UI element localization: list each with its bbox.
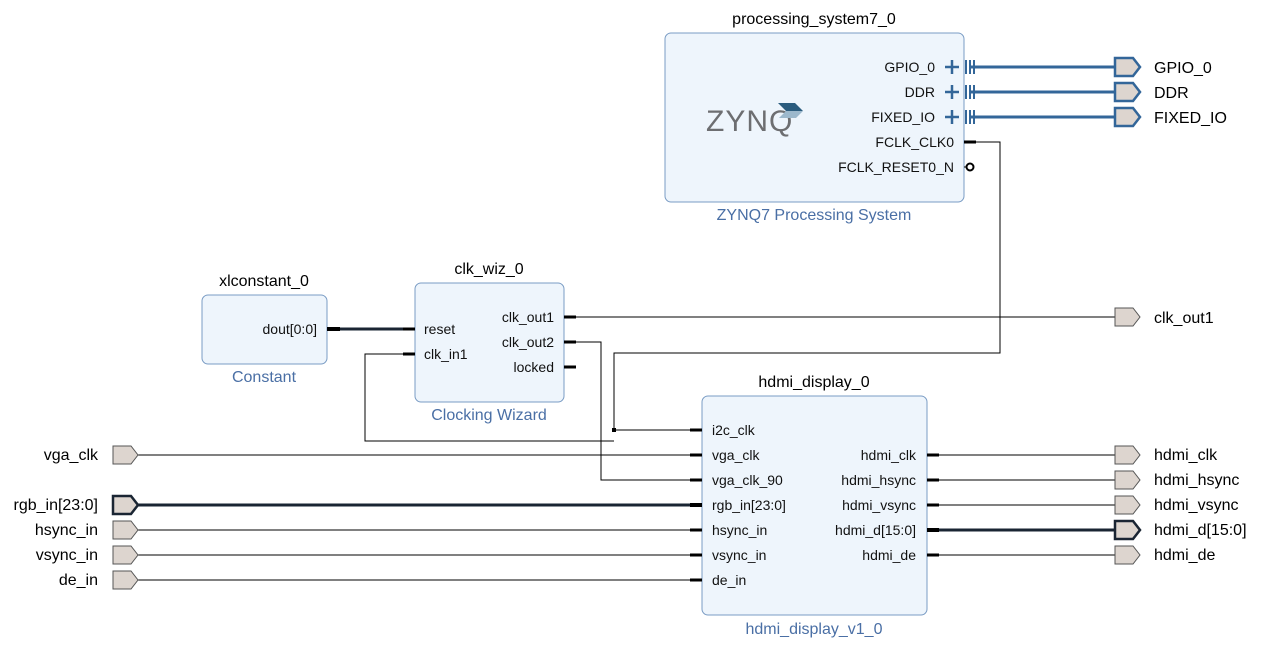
clk-wiz-pin-locked: locked	[514, 359, 554, 375]
hdmi-pin-hdmi-d: hdmi_d[15:0]	[835, 522, 916, 538]
output-port-hdmi-de[interactable]: hdmi_de	[1114, 545, 1215, 565]
wire-clk-in1[interactable]	[364, 353, 614, 442]
clk-wiz-pin-clk-in1: clk_in1	[424, 346, 468, 362]
ps-pin-fclk-clk0: FCLK_CLK0	[875, 134, 954, 150]
input-port-de-in[interactable]: de_in	[59, 570, 139, 590]
xlconstant-type-label: Constant	[232, 369, 297, 386]
external-input-ports: vga_clk rgb_in[23:0] hsync_in vsync_in d…	[13, 445, 140, 590]
hdmi-pin-vga-clk: vga_clk	[712, 447, 760, 463]
hdmi-pin-rgb-in: rgb_in[23:0]	[712, 497, 786, 513]
input-port-vsync-in[interactable]: vsync_in	[36, 545, 139, 565]
output-port-label: hdmi_vsync	[1154, 497, 1238, 514]
hdmi-instance-name: hdmi_display_0	[758, 374, 869, 391]
hdmi-pin-hdmi-hsync: hdmi_hsync	[841, 472, 916, 488]
clk-wiz-type-label: Clocking Wizard	[431, 407, 547, 424]
input-port-label: vsync_in	[36, 547, 98, 564]
output-port-hdmi-vsync[interactable]: hdmi_vsync	[1114, 495, 1238, 515]
output-port-label: hdmi_hsync	[1154, 472, 1239, 489]
input-port-label: hsync_in	[35, 522, 98, 539]
hdmi-pin-vsync-in: vsync_in	[712, 547, 766, 563]
output-port-gpio-0[interactable]: GPIO_0	[1113, 56, 1212, 78]
ps-pin-fixed-io: FIXED_IO	[871, 109, 935, 125]
hdmi-pin-vga-clk-90: vga_clk_90	[712, 472, 783, 488]
ps-pin-fclk-reset0-n: FCLK_RESET0_N	[838, 159, 954, 175]
hdmi-pin-hdmi-de: hdmi_de	[862, 547, 916, 563]
input-port-label: rgb_in[23:0]	[13, 497, 98, 514]
output-port-label: clk_out1	[1154, 310, 1214, 327]
clk-wiz-instance-name: clk_wiz_0	[454, 261, 523, 278]
ps-body[interactable]	[664, 32, 965, 203]
hdmi-pin-i2c-clk: i2c_clk	[712, 422, 756, 438]
output-port-label: FIXED_IO	[1154, 110, 1227, 127]
hdmi-pin-hdmi-clk: hdmi_clk	[861, 447, 917, 463]
input-port-label: vga_clk	[44, 447, 99, 464]
block-clk-wiz[interactable]: clk_wiz_0 reset clk_in1 clk_out1 clk_out…	[403, 261, 576, 424]
ps-interface-plus-icons[interactable]	[945, 60, 959, 124]
output-port-hdmi-d[interactable]: hdmi_d[15:0]	[1113, 519, 1247, 541]
output-port-hdmi-clk[interactable]: hdmi_clk	[1114, 445, 1218, 465]
wire-fclk-clk0[interactable]	[613, 141, 1001, 431]
clk-wiz-pin-clk-out2: clk_out2	[502, 334, 554, 350]
block-hdmi-display[interactable]: hdmi_display_0 i2c_clk vga_clk vga_clk_9…	[690, 374, 939, 638]
hdmi-pin-hdmi-vsync: hdmi_vsync	[842, 497, 916, 513]
wires	[138, 60, 1115, 581]
block-xlconstant[interactable]: xlconstant_0 dout[0:0] Constant	[201, 273, 340, 386]
hdmi-pin-stubs	[690, 428, 939, 582]
xlconstant-pin-dout: dout[0:0]	[263, 321, 318, 337]
output-port-label: hdmi_de	[1154, 547, 1215, 564]
external-output-ports: GPIO_0 DDR FIXED_IO clk_out1 hdmi_clk hd…	[1113, 56, 1247, 565]
output-port-ddr[interactable]: DDR	[1113, 81, 1189, 103]
output-port-label: GPIO_0	[1154, 60, 1212, 77]
svg-text:ZYNQ: ZYNQ	[706, 105, 793, 138]
ps-type-label: ZYNQ7 Processing System	[717, 207, 912, 224]
wire-clk-out2[interactable]	[575, 341, 690, 481]
output-port-hdmi-hsync[interactable]: hdmi_hsync	[1114, 470, 1239, 490]
clk-wiz-pin-reset: reset	[424, 321, 455, 337]
block-processing-system[interactable]: processing_system7_0 ZYNQ GPIO_0 DDR FIX…	[664, 11, 976, 224]
output-port-label: hdmi_clk	[1154, 447, 1218, 464]
ps-instance-name: processing_system7_0	[732, 11, 896, 28]
input-port-rgb-in[interactable]: rgb_in[23:0]	[13, 494, 140, 516]
output-port-label: hdmi_d[15:0]	[1154, 522, 1247, 539]
input-port-label: de_in	[59, 572, 98, 589]
clk-wiz-pin-clk-out1: clk_out1	[502, 309, 554, 325]
output-port-label: DDR	[1154, 85, 1189, 102]
hdmi-pin-hsync-in: hsync_in	[712, 522, 767, 538]
xlconstant-instance-name: xlconstant_0	[219, 273, 309, 290]
zynq-logo: ZYNQ	[706, 103, 803, 138]
hdmi-pin-de-in: de_in	[712, 572, 746, 588]
hdmi-type-label: hdmi_display_v1_0	[746, 621, 883, 638]
output-port-fixed-io[interactable]: FIXED_IO	[1113, 106, 1227, 128]
fclk-reset-inverter-icon[interactable]	[965, 162, 975, 172]
input-port-vga-clk[interactable]: vga_clk	[44, 445, 139, 465]
input-port-hsync-in[interactable]: hsync_in	[35, 520, 139, 540]
ps-pin-ddr: DDR	[905, 84, 935, 100]
ps-pin-gpio-0: GPIO_0	[884, 59, 935, 75]
output-port-clk-out1[interactable]: clk_out1	[1114, 307, 1214, 327]
